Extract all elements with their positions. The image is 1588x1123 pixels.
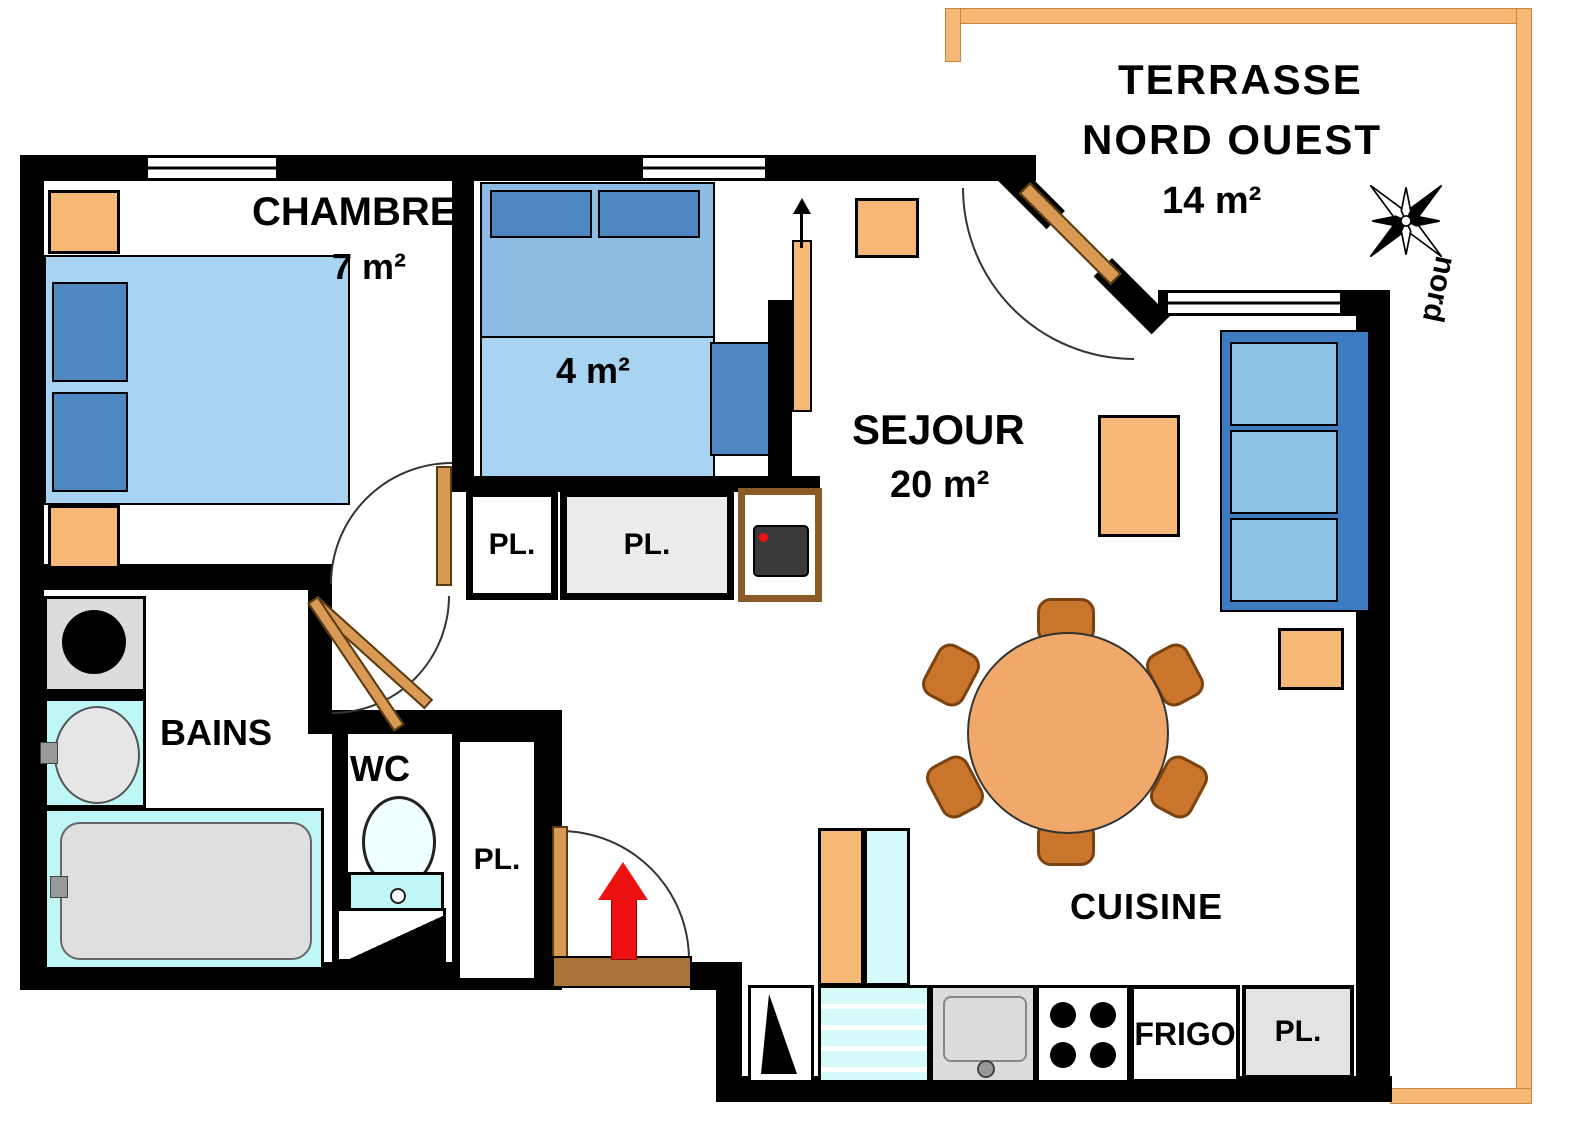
dining-table xyxy=(967,632,1169,834)
cuisine-name: CUISINE xyxy=(1070,886,1224,927)
wall-closet-top xyxy=(452,476,820,492)
kitchen-sink-faucet xyxy=(977,1060,995,1078)
entry-arrow-head xyxy=(598,862,648,900)
toilet-flush-button xyxy=(390,888,406,904)
chambre-area: 7 m² xyxy=(332,246,407,287)
closet-hall-2: PL. xyxy=(560,490,734,600)
compass-rose-icon xyxy=(1369,184,1443,258)
wall-chambre-alcove-divider xyxy=(452,178,474,490)
single-bed-pillow-2 xyxy=(598,190,700,238)
sejour-area: 20 m² xyxy=(890,464,990,506)
vent-arrow-head xyxy=(793,198,811,214)
alcove-area: 4 m² xyxy=(556,350,631,391)
couch-cushion-3 xyxy=(1230,518,1338,602)
kitchen-tall-unit-cyan xyxy=(864,828,910,986)
terrasse-area: 14 m² xyxy=(1162,180,1262,222)
window-alcove xyxy=(643,155,765,181)
fridge: FRIGO xyxy=(1130,985,1240,1083)
vent-arrow-stem xyxy=(800,214,803,248)
chambre-door-leaf xyxy=(436,466,452,586)
closet-entry: PL. xyxy=(452,734,542,986)
nightstand-bottom xyxy=(48,505,120,569)
kitchen-drainer xyxy=(818,985,930,1083)
couch-cushion-2 xyxy=(1230,430,1338,514)
closet-entry-label: PL. xyxy=(473,843,521,876)
closet-hall-1-label: PL. xyxy=(488,528,536,561)
single-bed-side-cushion xyxy=(710,342,770,456)
side-table-top xyxy=(855,198,919,258)
coffee-table xyxy=(1098,415,1180,537)
bed-pillow-2 xyxy=(52,392,128,492)
terrace-railing-left-stub xyxy=(945,8,961,62)
closet-kitchen-label: PL. xyxy=(1274,1015,1322,1048)
sejour-name: SEJOUR xyxy=(852,406,1025,453)
bed-pillow-1 xyxy=(52,282,128,382)
hob-burner-4 xyxy=(1090,1042,1116,1068)
bath-sink-tap xyxy=(40,742,58,764)
fridge-label: FRIGO xyxy=(1134,1015,1236,1052)
bathtub-inner xyxy=(60,822,312,960)
kitchen-corner-unit xyxy=(748,985,814,1083)
terrace-railing-right xyxy=(1516,8,1532,1104)
wall-wc-top xyxy=(308,710,562,734)
window-chambre xyxy=(148,155,276,181)
radiator xyxy=(792,240,812,412)
single-bed-blanket xyxy=(480,336,715,478)
wall-alcove-right xyxy=(768,300,792,492)
closet-hall-2-label: PL. xyxy=(623,528,671,561)
washing-machine-drum xyxy=(62,610,126,674)
entry-door-leaf xyxy=(552,826,568,960)
hob-burner-1 xyxy=(1050,1002,1076,1028)
hob-burner-2 xyxy=(1090,1002,1116,1028)
closet-hall-1: PL. xyxy=(466,490,558,600)
terrace-railing-top xyxy=(945,8,1532,24)
bains-name: BAINS xyxy=(160,712,273,753)
entry-threshold xyxy=(552,956,692,988)
window-terrace xyxy=(1168,290,1340,316)
tv-power-light xyxy=(759,533,768,542)
terrace-railing-bottom xyxy=(1390,1088,1532,1104)
nightstand-top xyxy=(48,190,120,254)
wc-floor-mat xyxy=(336,908,446,962)
wc-name: WC xyxy=(350,748,410,789)
bathtub-tap xyxy=(50,876,68,898)
hob-burner-3 xyxy=(1050,1042,1076,1068)
kitchen-sink xyxy=(930,985,1036,1083)
terrasse-name-line1: TERRASSE xyxy=(1118,56,1363,103)
entry-arrow-shaft xyxy=(611,898,637,960)
kitchen-sink-basin xyxy=(943,996,1027,1062)
wall-washer-divider xyxy=(44,690,146,698)
bath-sink-bowl xyxy=(54,706,140,804)
tv-cabinet xyxy=(738,488,822,602)
terrasse-name-line2: NORD OUEST xyxy=(1082,116,1383,163)
chambre-name: CHAMBRE xyxy=(252,190,457,234)
single-bed-pillow-1 xyxy=(490,190,592,238)
side-table-couch xyxy=(1278,628,1344,690)
kitchen-corner-wedge xyxy=(761,994,797,1074)
closet-kitchen: PL. xyxy=(1242,985,1354,1079)
kitchen-tall-unit xyxy=(818,828,864,986)
couch-cushion-1 xyxy=(1230,342,1338,426)
kitchen-hob xyxy=(1036,985,1130,1083)
